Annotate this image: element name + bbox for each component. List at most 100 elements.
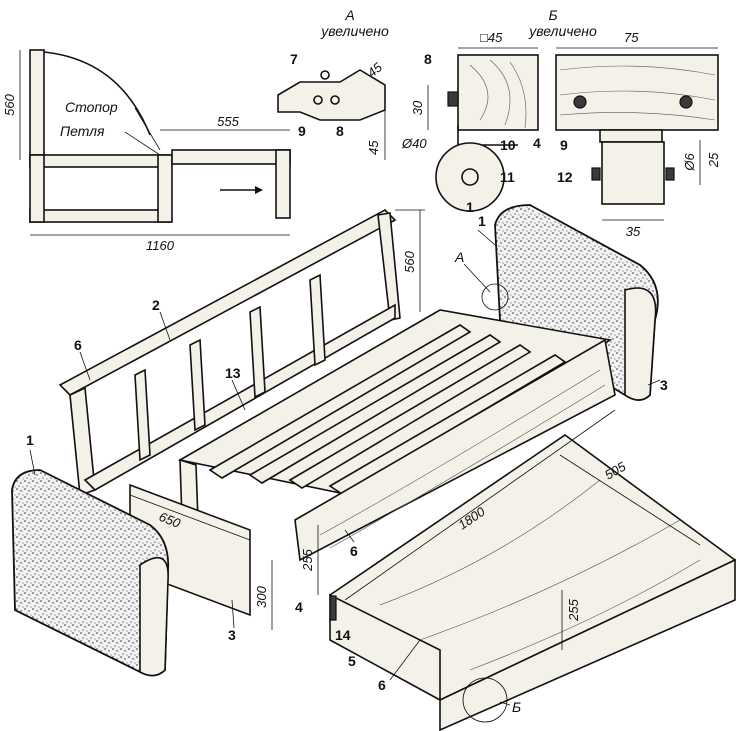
dim-555: 555	[217, 114, 239, 129]
part-4: 4	[295, 599, 303, 615]
dim-b-dia40: Ø40	[401, 136, 427, 151]
leader-6-front	[344, 529, 355, 543]
leader-lines	[29, 229, 661, 706]
backrest-post	[29, 49, 45, 161]
leader-13	[231, 379, 246, 411]
axle-left	[591, 167, 601, 181]
dim-b-75: 75	[624, 30, 639, 45]
drawer-corner-post	[329, 595, 337, 621]
label-stopper: Стопор	[65, 99, 118, 115]
detail-b-subtitle: увеличено	[528, 23, 597, 39]
dim-main-560: 560	[402, 250, 417, 272]
dim-line-650	[129, 494, 251, 541]
front-bolt-left	[573, 95, 587, 109]
caster-roller	[601, 141, 665, 205]
detail-b-section: Б увеличено □45 30 Ø40	[401, 7, 597, 212]
side-view: 560 555 1160 Стопор Петля	[2, 49, 291, 253]
pullout-leg	[275, 149, 291, 219]
seat-slat-2	[248, 334, 502, 484]
leader-2	[159, 311, 171, 341]
dim-b-25: 25	[706, 152, 721, 168]
seat-slat-4	[328, 354, 567, 495]
dim-560-side: 560	[2, 93, 17, 115]
part-12: 12	[557, 169, 573, 185]
front-rail	[294, 338, 616, 562]
backrest-slat-2	[189, 338, 206, 432]
caster-wheel	[435, 142, 505, 212]
dim-b-35: 35	[626, 224, 641, 239]
bracket-bolt-b	[330, 95, 340, 105]
part-14: 14	[335, 627, 351, 643]
seat-rail-upper	[29, 154, 171, 168]
part-7: 7	[290, 51, 298, 67]
dim-b-30: 30	[410, 100, 425, 115]
fold-arc	[43, 51, 151, 136]
front-grain	[559, 65, 716, 121]
dim-b-d6: Ø6	[682, 153, 697, 172]
leader-6-drawer	[389, 639, 421, 681]
detail-a-title: А	[344, 7, 354, 23]
part-10: 10	[500, 137, 516, 153]
callout-a-circle	[481, 283, 509, 311]
callout-b-label: Б	[512, 699, 521, 715]
caster-plate	[599, 129, 663, 143]
part-1-mid: 1	[466, 199, 474, 215]
leader-hinge	[124, 131, 161, 156]
part-8a: 8	[336, 123, 344, 139]
detail-b-title: Б	[548, 7, 557, 23]
caster-hub	[461, 168, 479, 186]
drawer-top-grain	[379, 479, 701, 671]
pullout-top	[171, 149, 291, 165]
front-rail-grain	[319, 369, 606, 549]
dim-main-255a: 255	[300, 548, 315, 571]
left-leg	[29, 154, 45, 223]
bracket-bolt-top	[320, 70, 330, 80]
dim-b-sq45: □45	[480, 30, 503, 45]
part-9b: 9	[560, 137, 568, 153]
dim-main-300: 300	[254, 585, 269, 607]
part-13: 13	[225, 365, 241, 381]
leader-b	[499, 701, 511, 706]
slide-arrowhead	[255, 186, 263, 194]
callout-a-label: А	[454, 249, 464, 265]
leader-a	[463, 263, 491, 293]
part-5: 5	[348, 653, 356, 669]
leader-1-top	[477, 229, 496, 246]
axle-right	[665, 167, 675, 181]
leader-3-right	[647, 379, 661, 386]
detail-a-subtitle: увеличено	[320, 23, 389, 39]
part-4-b: 4	[533, 135, 541, 151]
part-6-back: 6	[74, 337, 82, 353]
dim-a-45b: 45	[366, 140, 381, 155]
backrest-slat-1	[134, 368, 151, 462]
part-11: 11	[500, 169, 515, 185]
pullout-drawer	[328, 434, 736, 731]
bracket-bolt-a	[313, 95, 323, 105]
seat-slat-1	[208, 324, 472, 479]
dim-line-505	[559, 454, 701, 546]
section-grain	[469, 59, 527, 129]
detail-a: А увеличено 45 45	[277, 7, 389, 160]
backrest-slat-4	[309, 273, 326, 367]
dim-1160: 1160	[146, 238, 175, 253]
backrest-top-rail	[58, 209, 397, 396]
leader-3-left	[231, 599, 235, 629]
part-2: 2	[152, 297, 160, 313]
part-6-drawer: 6	[378, 677, 386, 693]
part-9a: 9	[298, 123, 306, 139]
corner-bracket	[277, 69, 386, 121]
seat-slat-3	[288, 344, 532, 489]
drawer-side-panel	[329, 593, 441, 702]
dim-main-255b: 255	[566, 598, 581, 621]
mid-leg	[157, 154, 173, 223]
part-3-right: 3	[660, 377, 668, 393]
part-3-left: 3	[228, 627, 236, 643]
leader-1-left	[29, 449, 36, 476]
label-hinge: Петля	[60, 123, 105, 139]
callout-b-circle	[462, 677, 508, 723]
seat-rail-lower	[29, 209, 171, 223]
dim-line-1800	[344, 409, 616, 601]
backrest-right-post	[377, 212, 401, 321]
part-1-top: 1	[478, 213, 486, 229]
